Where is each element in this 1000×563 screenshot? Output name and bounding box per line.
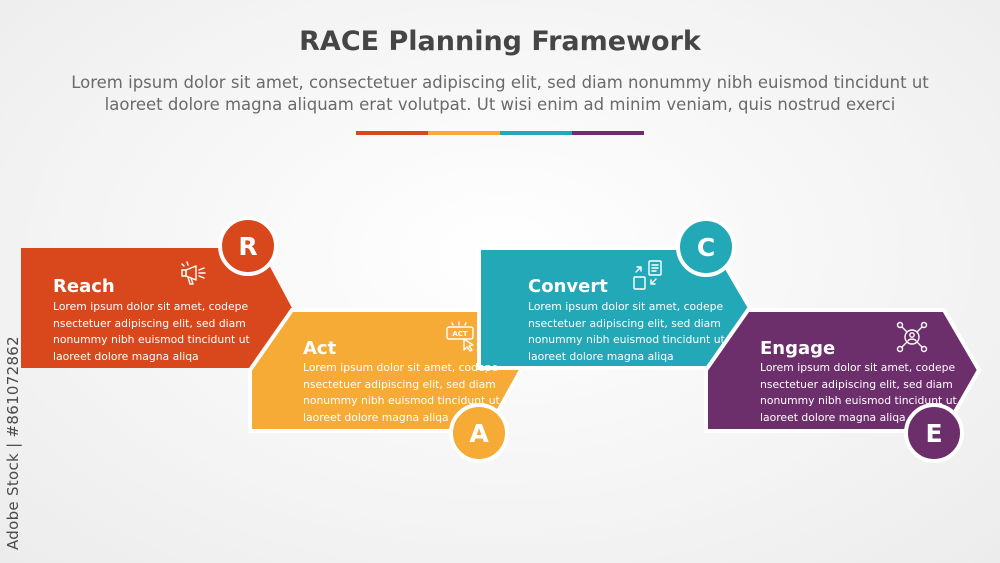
megaphone-icon bbox=[181, 261, 206, 285]
engage-title: Engage bbox=[760, 338, 836, 359]
color-divider bbox=[356, 131, 644, 135]
act-title: Act bbox=[303, 338, 337, 359]
reach-arrow-shape bbox=[21, 248, 292, 368]
page-title: RACE Planning Framework bbox=[299, 26, 701, 57]
stock-watermark: Adobe Stock | #861072862 bbox=[4, 336, 22, 550]
convert-title: Convert bbox=[528, 276, 608, 297]
convert-text: Lorem ipsum dolor sit amet, codepe nsect… bbox=[528, 300, 725, 363]
convert-arrows-icon bbox=[633, 260, 662, 290]
act-icon-text: ACT bbox=[452, 330, 468, 338]
reach-letter-badge: R bbox=[218, 216, 278, 276]
reach-text: Lorem ipsum dolor sit amet, codepe nsect… bbox=[53, 300, 250, 363]
act-click-icon: ACT bbox=[446, 321, 474, 352]
divider-segment-convert bbox=[500, 131, 572, 135]
act-letter-badge: A bbox=[449, 403, 509, 463]
divider-segment-engage bbox=[572, 131, 644, 135]
convert-letter-badge: C bbox=[676, 217, 736, 277]
network-user-icon bbox=[896, 321, 928, 353]
engage-text: Lorem ipsum dolor sit amet, codepe nsect… bbox=[760, 361, 957, 424]
page-subtitle: Lorem ipsum dolor sit amet, consectetuer… bbox=[71, 73, 929, 114]
engage-letter-badge: E bbox=[904, 403, 964, 463]
divider-segment-act bbox=[428, 131, 500, 135]
divider-segment-reach bbox=[356, 131, 428, 135]
act-text: Lorem ipsum dolor sit amet, codepe nsect… bbox=[303, 361, 500, 424]
reach-title: Reach bbox=[53, 276, 115, 297]
